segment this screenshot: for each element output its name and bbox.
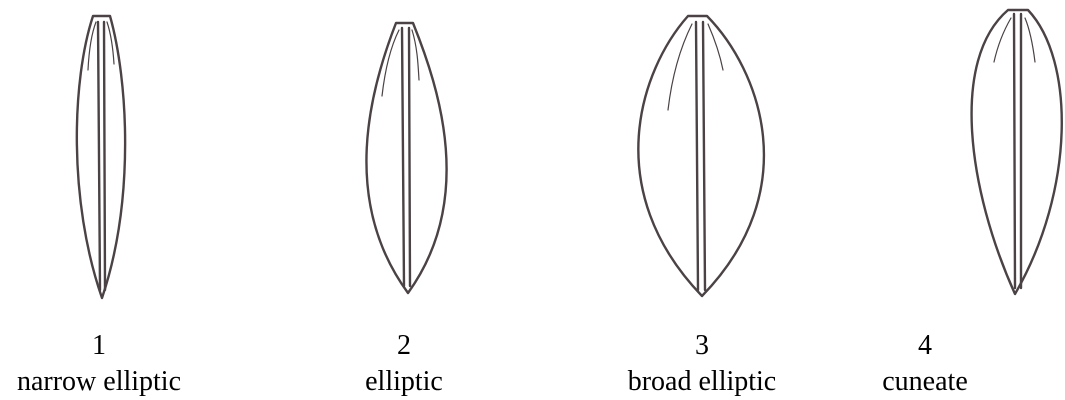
leaf-outline [972,10,1062,294]
midrib-left-line [696,22,698,290]
figure-label: elliptic [284,364,524,400]
caption-elliptic: 2 elliptic [284,328,524,400]
figure-label: cuneate [805,364,1045,400]
caption-narrow-elliptic: 1 narrow elliptic [0,328,219,400]
vein-line [994,18,1011,62]
midrib-left-line [1014,14,1015,288]
leaf-outline [638,16,764,296]
vein-line [1025,18,1035,62]
leaf-outline [366,23,446,293]
midrib-left-line [402,28,404,286]
figure-label: narrow elliptic [0,364,219,400]
midrib-right-line [703,22,705,290]
caption-broad-elliptic: 3 broad elliptic [582,328,822,400]
midrib-right-line [104,22,105,290]
broad-elliptic-leaf-drawing [638,16,764,296]
caption-cuneate: 4 cuneate [805,328,1045,400]
elliptic-leaf-drawing [366,23,446,293]
figure-number: 2 [284,328,524,364]
figure-number: 1 [0,328,219,364]
figure-number: 3 [582,328,822,364]
midrib-right-line [409,28,410,286]
midrib-left-line [98,22,100,290]
cuneate-leaf-drawing [972,10,1062,294]
leaf-outline [77,16,125,298]
narrow-elliptic-leaf-drawing [77,16,125,298]
figure-number: 4 [805,328,1045,364]
figure-label: broad elliptic [582,364,822,400]
